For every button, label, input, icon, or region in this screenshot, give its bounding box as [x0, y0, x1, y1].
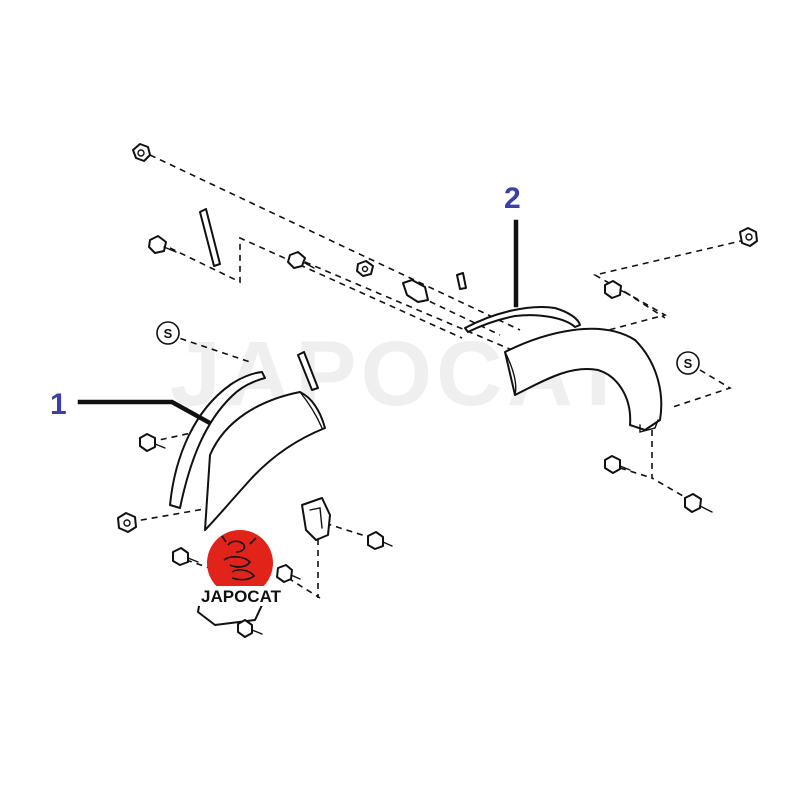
cat-icon — [221, 535, 257, 581]
end-strip — [297, 351, 319, 391]
callout-1: 1 — [50, 388, 212, 426]
bracket-detail — [309, 507, 323, 529]
callout-label-2: 2 — [504, 182, 521, 215]
assembly-line — [589, 239, 746, 336]
assembly-line — [624, 291, 666, 319]
assembly-line — [287, 577, 321, 599]
screw-icon — [604, 280, 631, 299]
nut-icon — [356, 260, 374, 277]
screw-icon — [172, 547, 199, 566]
clip-icon — [402, 279, 429, 303]
moulding-strip-1 — [169, 371, 266, 509]
screw-icon — [287, 251, 315, 269]
clip-marking-s: S — [676, 351, 700, 375]
assembly-line — [669, 369, 732, 409]
leader-line-1 — [77, 399, 212, 426]
screw-icon — [276, 564, 301, 583]
assembly-line — [304, 261, 513, 351]
flare-tab — [639, 419, 659, 433]
assembly-line — [169, 236, 463, 339]
screw-icon — [367, 531, 393, 550]
assembly-line — [651, 430, 691, 501]
assembly-line — [129, 507, 211, 523]
nut-icon — [739, 227, 758, 247]
fender-flare-2 — [504, 327, 663, 431]
end-strip-small — [456, 272, 467, 290]
fender-flare-1 — [204, 391, 326, 531]
fender-flare-front — [169, 208, 467, 626]
assembly-line — [169, 334, 251, 363]
fender-flare-rear — [464, 306, 663, 433]
screw-icon — [148, 235, 177, 254]
clip-marking-s: S — [156, 321, 180, 345]
bracket-upper — [301, 497, 331, 541]
callout-label-1: 1 — [50, 388, 67, 421]
svg-text:S: S — [164, 326, 173, 341]
callout-2: 2 — [504, 182, 521, 308]
end-strip — [199, 208, 221, 267]
assembly-line — [149, 154, 521, 331]
logo-circle — [207, 530, 273, 596]
logo-text: JAPOCAT — [201, 587, 282, 606]
screw-icon — [139, 433, 166, 452]
nut-icon — [132, 143, 151, 162]
svg-text:S: S — [684, 356, 693, 371]
screw-icon — [604, 455, 631, 474]
fasteners: S S — [117, 143, 758, 638]
assembly-line — [619, 467, 653, 479]
logo-text-bg — [196, 586, 286, 606]
nut-icon — [117, 512, 137, 533]
screw-icon — [237, 619, 263, 638]
flare-top-edge — [299, 391, 323, 429]
japocat-logo: JAPOCAT — [196, 530, 286, 606]
moulding-strip-2 — [464, 306, 581, 333]
flare-end-face — [504, 351, 517, 396]
screw-icon — [684, 493, 713, 513]
